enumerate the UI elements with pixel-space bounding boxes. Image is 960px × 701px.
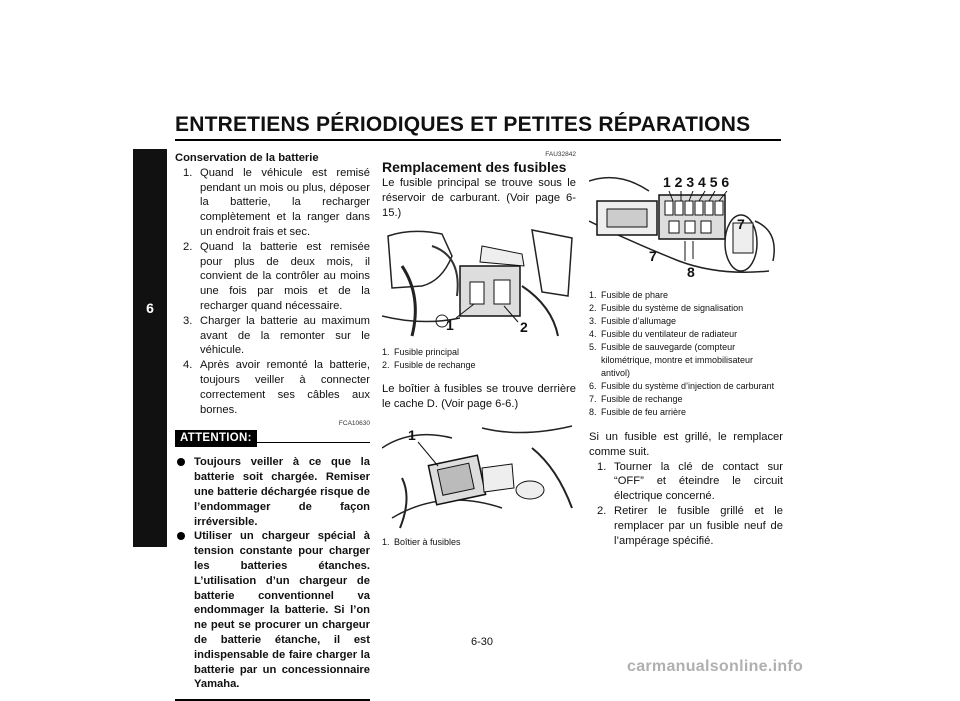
fuse-captions: 1.Fusible de phare 2.Fusible du système …	[589, 289, 783, 419]
header-rule	[175, 139, 781, 141]
fuse-box-open-illustration: 1 2 3 4 5 6 7 7 8	[589, 161, 783, 285]
reference-code: FCA10630	[338, 420, 370, 428]
reference-code: FAU32842	[545, 151, 576, 158]
step-item: 4.Après avoir remonté la batterie, toujo…	[183, 359, 370, 416]
bullet-icon	[177, 532, 185, 541]
callout-1: 1	[446, 317, 454, 333]
section-heading: Conservation de la batterie	[175, 152, 319, 164]
caption-item: 2.Fusible du système de signalisation	[589, 303, 744, 313]
page-number: 6-30	[470, 636, 494, 648]
chapter-tab	[133, 149, 167, 547]
step-item: 3.Charger la batterie au maximum avant d…	[183, 314, 370, 357]
replacement-steps: 1.Tourner la clé de contact sur “OFF” et…	[589, 460, 783, 549]
step-item: 1.Tourner la clé de contact sur “OFF” et…	[597, 460, 783, 503]
attention-bullets: Toujours veiller à ce que la batterie so…	[175, 455, 370, 692]
watermark: carmanualsonline.info	[627, 658, 804, 675]
bullet-item: Utiliser un chargeur spécial à tension c…	[175, 529, 370, 692]
caption-item: 1.Boîtier à fusibles	[382, 536, 461, 547]
replacement-paragraph: Si un fusible est grillé, le remplacer c…	[589, 431, 783, 458]
caption-item: 1.Fusible principal	[382, 347, 460, 358]
caption-item: 7.Fusible de rechange	[589, 394, 683, 404]
fuse-box-illustration: 1	[382, 417, 576, 530]
section-title: Remplacement des fusibles	[382, 159, 567, 175]
fuse-box-photo: 1	[382, 417, 576, 530]
chapter-number: 6	[146, 300, 154, 316]
fuse-box-open-photo: 1 2 3 4 5 6 7 7 8	[589, 161, 783, 285]
intro-paragraph: Le fusible principal se trouve sous le r…	[382, 177, 576, 219]
callout-7-right: 7	[737, 216, 745, 232]
figure1-captions: 1.Fusible principal 2.Fusible de rechang…	[382, 346, 576, 372]
callout-1: 1	[408, 427, 416, 443]
column-fuse-list: 1 2 3 4 5 6 7 7 8 1.Fusible de phare 2.F…	[589, 151, 783, 548]
callout-2: 2	[520, 319, 528, 335]
figure2-captions: 1.Boîtier à fusibles	[382, 536, 576, 549]
page-title: ENTRETIENS PÉRIODIQUES ET PETITES RÉPARA…	[175, 113, 751, 136]
caption-item: 5.Fusible de sauvegarde (compteur kilomé…	[589, 342, 754, 378]
attention-label: ATTENTION:	[175, 430, 257, 448]
step-item: 1.Quand le véhicule est remisé pendant u…	[183, 166, 370, 238]
attention-rule	[255, 442, 370, 444]
main-fuse-illustration: 1 2	[382, 226, 576, 342]
caption-item: 6.Fusible du système d’injection de carb…	[589, 381, 775, 391]
column-fuse-replacement: FAU32842 Remplacement des fusibles Le fu…	[382, 151, 576, 549]
caption-item: 3.Fusible d’allumage	[589, 316, 677, 326]
column-battery-storage: Conservation de la batterie 1.Quand le v…	[175, 151, 370, 701]
fuse-box-paragraph: Le boîtier à fusibles se trouve derrière…	[382, 383, 576, 411]
bullet-item: Toujours veiller à ce que la batterie so…	[175, 455, 370, 529]
step-item: 2.Retirer le fusible grillé et le rempla…	[597, 504, 783, 547]
caption-item: 8.Fusible de feu arrière	[589, 407, 687, 417]
caption-item: 4.Fusible du ventilateur de radiateur	[589, 329, 738, 339]
caption-item: 1.Fusible de phare	[589, 290, 669, 300]
callout-8: 8	[687, 264, 695, 280]
attention-header: ATTENTION:	[175, 429, 370, 451]
step-item: 2.Quand la batterie est remisée pour plu…	[183, 240, 370, 312]
callout-1-to-6: 1 2 3 4 5 6	[663, 174, 729, 190]
bullet-icon	[177, 458, 185, 467]
caption-item: 2.Fusible de rechange	[382, 360, 476, 371]
battery-steps: 1.Quand le véhicule est remisé pendant u…	[175, 166, 370, 418]
main-fuse-photo: 1 2	[382, 226, 576, 342]
callout-7-left: 7	[649, 248, 657, 264]
